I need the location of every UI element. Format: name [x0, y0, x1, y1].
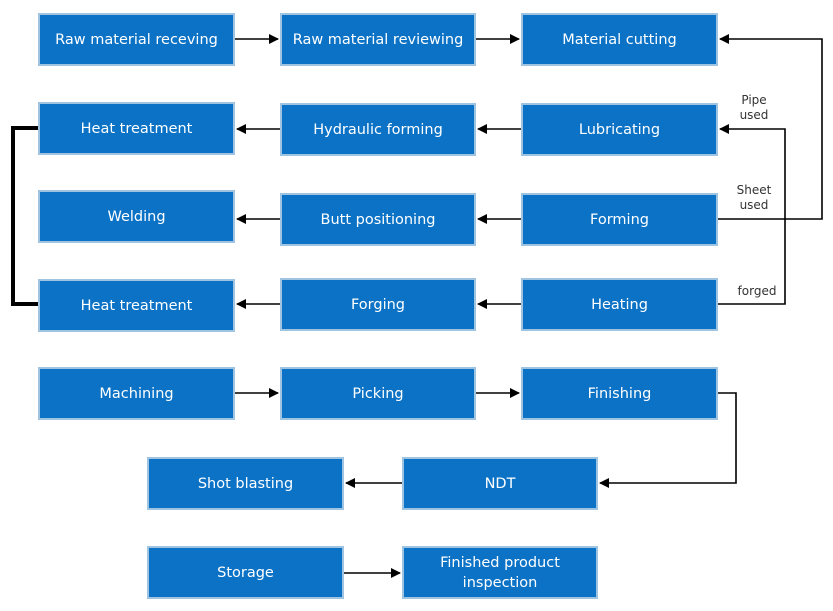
node-forming: Forming: [521, 193, 718, 246]
label-sheet-used: Sheet used: [736, 183, 772, 212]
node-shot-blasting: Shot blasting: [147, 457, 344, 510]
node-material-cutting: Material cutting: [521, 13, 718, 66]
node-lubricating: Lubricating: [521, 103, 718, 156]
node-storage: Storage: [147, 546, 344, 599]
node-picking: Picking: [280, 367, 476, 420]
node-heat-treatment-2: Heat treatment: [38, 279, 235, 332]
node-forging: Forging: [280, 278, 476, 331]
node-heating: Heating: [521, 278, 718, 331]
arrow-heating-to-lubricating: [718, 124, 786, 305]
node-heat-treatment-1: Heat treatment: [38, 102, 235, 155]
label-pipe-used: Pipe used: [739, 93, 769, 122]
bracket-heat-treatments: [11, 126, 38, 306]
node-machining: Machining: [38, 367, 235, 420]
node-hydraulic-forming: Hydraulic forming: [280, 103, 476, 156]
node-finished-product-inspection: Finished product inspection: [402, 546, 598, 599]
node-ndt: NDT: [402, 457, 598, 510]
arrow-finishing-to-ndt: [599, 392, 737, 488]
node-finishing: Finishing: [521, 367, 718, 420]
node-welding: Welding: [38, 190, 235, 243]
node-butt-positioning: Butt positioning: [280, 193, 476, 246]
label-forged: forged: [737, 284, 777, 298]
node-raw-material-receiving: Raw material receving: [38, 13, 235, 66]
arrow-forming-to-cutting: [718, 34, 823, 220]
node-raw-material-reviewing: Raw material reviewing: [280, 13, 476, 66]
